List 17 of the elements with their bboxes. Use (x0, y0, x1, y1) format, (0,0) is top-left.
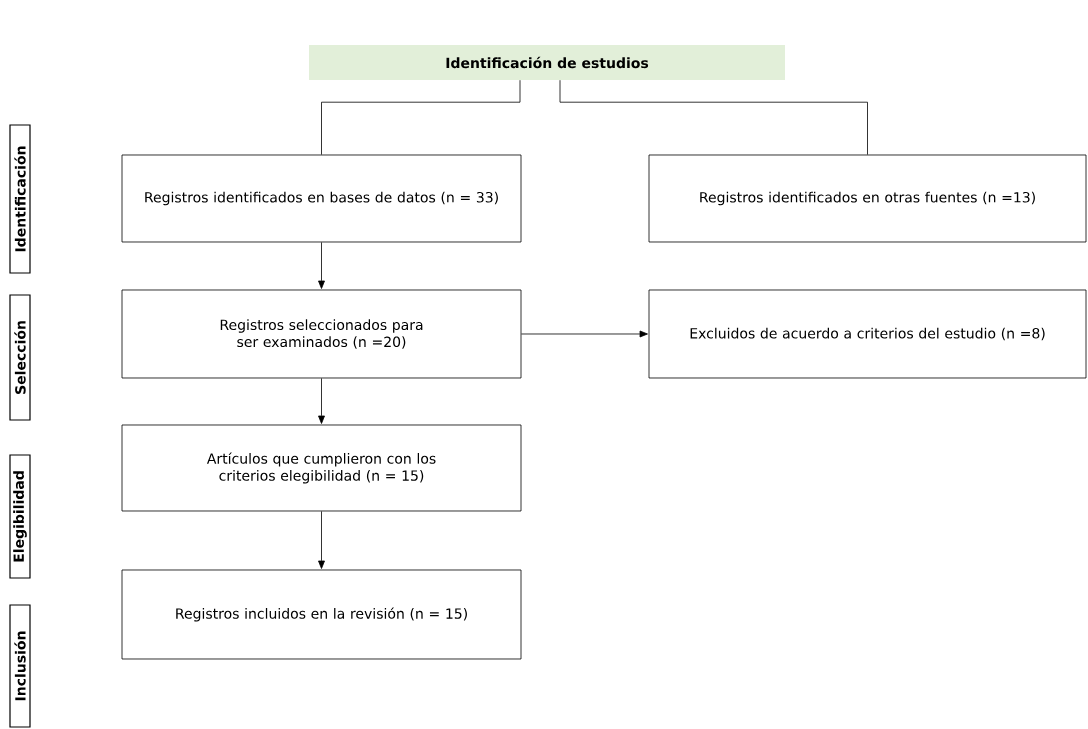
process-box: Registros identificados en bases de datos (n = 33) (121, 154, 522, 243)
arrow (521, 330, 648, 338)
process-box: Registros seleccionados para ser examinados (n =20) (121, 289, 522, 379)
phase-label: Identificación (9, 124, 31, 274)
phase-label: Selección (9, 294, 31, 421)
process-box: Registros identificados en otras fuentes (n =13) (648, 154, 1087, 243)
phase-label: Elegibilidad (9, 454, 31, 579)
arrow (318, 511, 325, 569)
process-box: Artículos que cumplieron con los criterios elegibilidad (n = 15) (121, 424, 522, 512)
arrow (318, 242, 325, 289)
process-box: Excluidos de acuerdo a criterios del estudio (n =8) (648, 289, 1087, 379)
phase-label: Inclusión (9, 604, 31, 728)
process-box: Registros incluidos en la revisión (n = 15) (121, 569, 522, 660)
arrow (318, 378, 325, 424)
heading-box: Identificación de estudios (309, 45, 785, 80)
connector-line (321, 79, 521, 155)
connector-line (559, 79, 868, 155)
